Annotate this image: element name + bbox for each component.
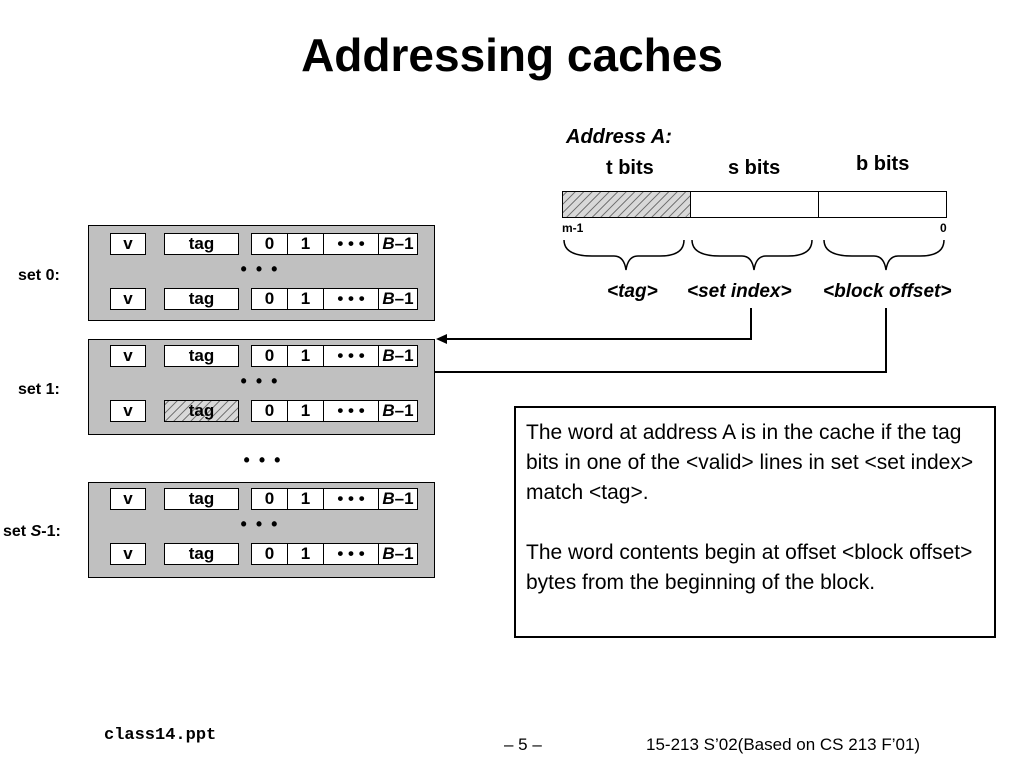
bytes-ellipsis-cell: • • •: [323, 233, 379, 255]
cache-set-1: v tag 0 1 • • • B–1 • • • v tag 0 1 • • …: [88, 339, 435, 435]
matching-tag-cell: tag: [164, 400, 239, 422]
tag-cell: tag: [164, 233, 239, 255]
byte-1-cell: 1: [287, 288, 324, 310]
tag-cell: tag: [164, 543, 239, 565]
last-byte-cell: B–1: [378, 488, 418, 510]
byte-1-cell: 1: [287, 488, 324, 510]
cache-set-last: v tag 0 1 • • • B–1 • • • v tag 0 1 • • …: [88, 482, 435, 578]
address-label: Address A:: [566, 126, 672, 148]
set-index-bits-field: [690, 191, 819, 218]
valid-bit-cell: v: [110, 288, 146, 310]
byte-0-cell: 0: [251, 400, 288, 422]
byte-1-cell: 1: [287, 345, 324, 367]
valid-bit-cell: v: [110, 345, 146, 367]
footer-page-number: – 5 –: [504, 735, 542, 754]
valid-bit-cell: v: [110, 400, 146, 422]
set-0-label: set 0:: [18, 267, 60, 284]
high-bit-label: m-1: [562, 221, 584, 235]
valid-bit-cell: v: [110, 488, 146, 510]
low-bit-label: 0: [940, 221, 947, 235]
set-index-brace: [691, 239, 813, 271]
tag-brace: [563, 239, 685, 271]
b-bits-label: b bits: [856, 153, 910, 175]
block-offset-field-label: <block offset>: [823, 281, 952, 302]
set-index-field-label: <set index>: [687, 281, 792, 302]
byte-0-cell: 0: [251, 543, 288, 565]
bytes-ellipsis-cell: • • •: [323, 288, 379, 310]
byte-1-cell: 1: [287, 233, 324, 255]
set-last-label: set S-1:: [3, 523, 61, 540]
bytes-ellipsis-cell: • • •: [323, 488, 379, 510]
valid-bit-cell: v: [110, 233, 146, 255]
cache-set-0: v tag 0 1 • • • B–1 • • • v tag 0 1 • • …: [88, 225, 435, 321]
tag-cell: tag: [164, 345, 239, 367]
explanation-paragraph-1: The word at address A is in the cache if…: [526, 421, 974, 504]
byte-0-cell: 0: [251, 233, 288, 255]
explanation-paragraph-2: The word contents begin at offset <block…: [526, 541, 973, 594]
byte-1-cell: 1: [287, 400, 324, 422]
bytes-ellipsis-cell: • • •: [323, 400, 379, 422]
t-bits-label: t bits: [606, 157, 654, 179]
row-dots: • • •: [240, 371, 280, 391]
between-sets-dots: • • •: [243, 450, 283, 470]
byte-0-cell: 0: [251, 345, 288, 367]
row-dots: • • •: [240, 514, 280, 534]
tag-cell: tag: [164, 488, 239, 510]
byte-0-cell: 0: [251, 488, 288, 510]
set-index-arrow: [446, 308, 752, 340]
page-title: Addressing caches: [301, 29, 723, 81]
footer-course: 15-213 S’02(Based on CS 213 F’01): [646, 735, 921, 754]
bytes-ellipsis-cell: • • •: [323, 345, 379, 367]
footer-filename: class14.ppt: [104, 726, 217, 745]
explanation-box: The word at address A is in the cache if…: [514, 406, 996, 638]
valid-bit-cell: v: [110, 543, 146, 565]
tag-field-label: <tag>: [607, 281, 658, 302]
last-byte-cell: B–1: [378, 233, 418, 255]
last-byte-cell: B–1: [378, 543, 418, 565]
byte-1-cell: 1: [287, 543, 324, 565]
last-byte-cell: B–1: [378, 400, 418, 422]
last-byte-cell: B–1: [378, 288, 418, 310]
bytes-ellipsis-cell: • • •: [323, 543, 379, 565]
last-byte-cell: B–1: [378, 345, 418, 367]
s-bits-label: s bits: [728, 157, 781, 179]
tag-bits-field: [562, 191, 691, 218]
block-offset-brace: [823, 239, 945, 271]
byte-0-cell: 0: [251, 288, 288, 310]
row-dots: • • •: [240, 259, 280, 279]
tag-cell: tag: [164, 288, 239, 310]
block-offset-bits-field: [818, 191, 947, 218]
set-1-label: set 1:: [18, 381, 60, 398]
